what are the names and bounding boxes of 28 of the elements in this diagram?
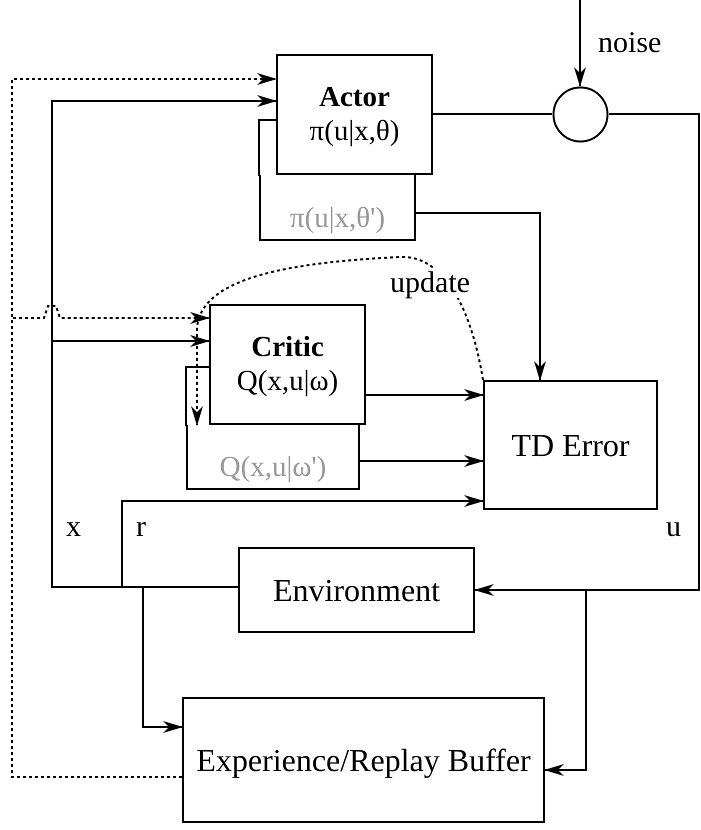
target-critic-box	[186, 425, 360, 490]
target-actor-box	[259, 175, 416, 241]
connector-line	[433, 113, 552, 115]
arrow	[142, 586, 238, 733]
block-label: Q(x,u|ω')	[220, 450, 326, 484]
block-title: Critic	[251, 331, 324, 364]
actor-box	[276, 54, 433, 175]
arrow	[544, 113, 700, 776]
dashed-arrow	[11, 305, 210, 778]
dashed-arrow	[191, 256, 484, 426]
arrow	[574, 0, 586, 87]
arrow	[366, 389, 484, 401]
block-label: Environment	[272, 572, 440, 608]
arrow	[121, 495, 484, 588]
environment-box	[238, 547, 475, 633]
arrow	[360, 455, 484, 467]
td-error-box	[483, 380, 658, 510]
edge-label: update	[388, 268, 472, 298]
block-label: TD Error	[511, 426, 630, 464]
block-label: π(u|x,θ)	[310, 114, 400, 148]
arrow	[416, 212, 546, 381]
block-label: π(u|x,θ')	[290, 202, 386, 235]
summing-junction	[552, 86, 609, 143]
block-label: Experience/Replay Buffer	[196, 742, 531, 778]
critic-box	[209, 304, 366, 425]
block-label: Q(x,u|ω)	[236, 364, 338, 398]
replay-buffer-box	[182, 697, 545, 823]
block-title: Actor	[319, 81, 390, 114]
